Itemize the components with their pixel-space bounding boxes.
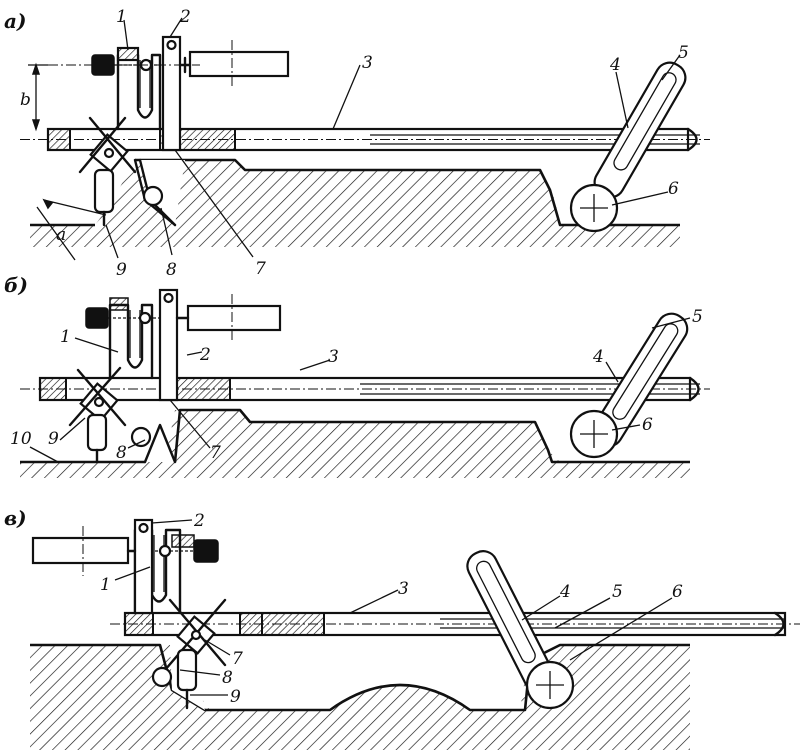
panel-b-part-7: 7 [210, 443, 221, 463]
panel-c-label: в) [4, 506, 27, 530]
panel-a-part-8: 8 [166, 260, 177, 280]
panel-a-part-2: 2 [179, 7, 191, 27]
panel-b-swivel [68, 366, 152, 464]
panel-a: а) b [4, 7, 710, 280]
panel-b-pointer-box [186, 304, 282, 332]
panel-c-surface [30, 643, 690, 712]
panel-b-part-2: 2 [199, 345, 211, 365]
panel-c-part-4: 4 [559, 582, 571, 602]
panel-a-part-6: 6 [668, 179, 679, 199]
panel-b-part-5: 5 [692, 307, 703, 327]
panel-a-part-3: 3 [362, 53, 373, 73]
panel-b-knob [85, 307, 109, 329]
panel-b: б) [4, 273, 710, 478]
panel-a-post [161, 35, 182, 152]
panel-a-dim-a: a [56, 225, 66, 245]
panel-b-label: б) [4, 273, 28, 297]
panel-b-surface [20, 408, 690, 464]
panel-a-workpiece [30, 160, 680, 247]
panel-b-part-4: 4 [592, 347, 604, 367]
panel-a-label: а) [4, 9, 26, 33]
panel-a-part-7: 7 [255, 259, 266, 279]
panel-b-post [158, 288, 179, 402]
panel-b-part-6: 6 [642, 415, 653, 435]
panel-c-part-5: 5 [612, 582, 623, 602]
panel-c-part-1: 1 [100, 575, 111, 595]
panel-b-part-8: 8 [116, 443, 127, 463]
panel-c-pointer-box [31, 536, 130, 565]
panel-c-part-7: 7 [232, 649, 243, 669]
panel-a-part-5: 5 [678, 43, 689, 63]
panel-c-part-3: 3 [398, 579, 409, 599]
panel-a-surface [30, 158, 680, 227]
panel-a-pointer-box [188, 50, 290, 78]
panel-b-part-3: 3 [328, 347, 339, 367]
panel-a-part-1: 1 [116, 7, 127, 27]
panel-a-part-4: 4 [609, 55, 621, 75]
panel-c-post [133, 518, 154, 615]
panel-c-workpiece [30, 645, 690, 750]
panel-c-part-8: 8 [222, 668, 233, 688]
panel-b-part-9: 9 [48, 429, 59, 449]
panel-c-part-2: 2 [193, 511, 205, 531]
panel-a-part-9: 9 [116, 260, 127, 280]
panel-b-frame [108, 303, 154, 380]
panel-a-frame [116, 53, 162, 131]
panel-b-workpiece [20, 410, 690, 478]
panel-c-knob [193, 539, 219, 563]
panel-c: в) [4, 506, 800, 750]
panel-c-part-9: 9 [230, 687, 241, 707]
panel-b-part-1: 1 [60, 327, 71, 347]
panel-c-swivel [151, 598, 227, 710]
panel-a-dim-b: b [20, 90, 31, 110]
panel-c-part-6: 6 [672, 582, 683, 602]
panel-b-part-10: 10 [10, 429, 32, 449]
